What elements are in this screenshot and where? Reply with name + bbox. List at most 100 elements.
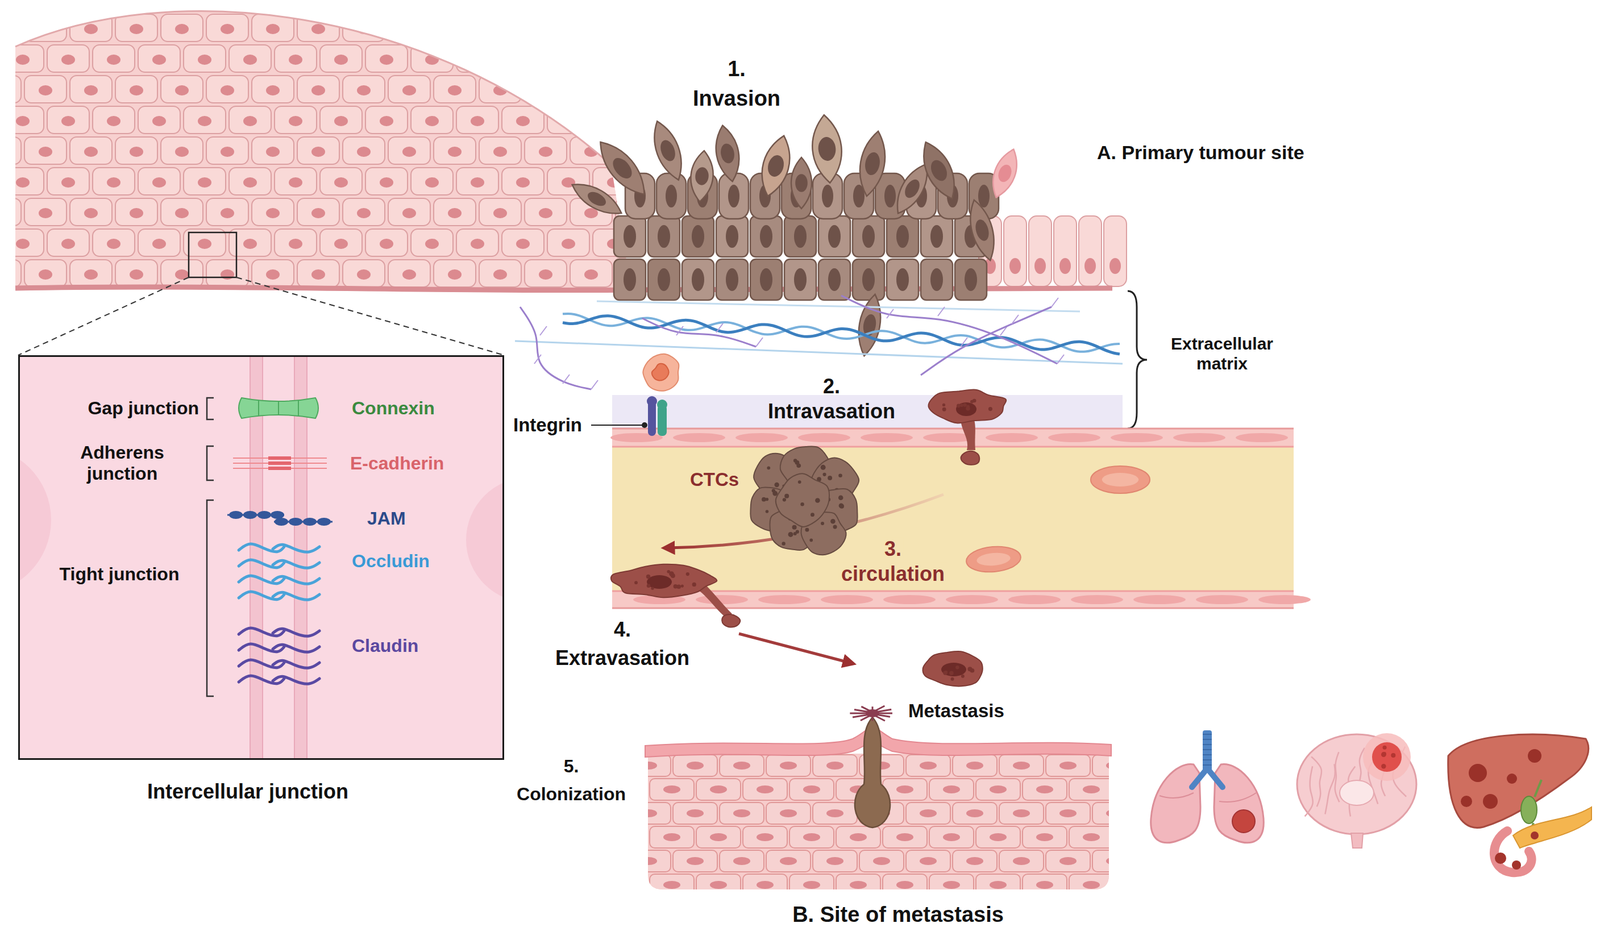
- epithelial-cell: [297, 14, 340, 42]
- tissue-cell: [882, 874, 928, 896]
- epithelial-cell: [479, 136, 522, 165]
- cell-nucleus: [152, 238, 166, 249]
- tissue-cell: [975, 778, 1021, 801]
- cell-nucleus: [220, 208, 235, 219]
- tissue-cell: [1022, 778, 1067, 801]
- tissue-cell: [836, 826, 881, 849]
- cell-nucleus: [1106, 809, 1124, 818]
- inset-locator: [188, 232, 237, 278]
- liver-tumour: [1506, 773, 1518, 784]
- tissue-cell: [1069, 778, 1114, 801]
- epithelial-cell: [433, 136, 476, 165]
- cell-nucleus: [709, 833, 727, 842]
- cell-granule: [838, 503, 845, 509]
- cell-granule: [809, 538, 813, 543]
- epithelial-cell: [138, 167, 181, 195]
- cell-nucleus: [129, 23, 144, 35]
- cell-nucleus: [356, 269, 371, 280]
- cell-granule: [838, 495, 844, 501]
- cell-nucleus: [38, 146, 53, 157]
- spindle-cell: [986, 146, 1024, 202]
- endothelial-cell: [798, 433, 851, 443]
- epithelial-cell: [388, 198, 431, 226]
- cell-nucleus: [197, 54, 212, 65]
- epithelial-cell: [183, 44, 226, 73]
- endothelial-cell: [820, 595, 874, 605]
- epithelial-cell: [433, 198, 476, 226]
- invading-cell: [791, 157, 812, 209]
- cell-granule: [970, 400, 974, 404]
- cell-nucleus: [288, 238, 303, 249]
- cell-nucleus: [106, 0, 121, 4]
- cell-granule: [792, 525, 797, 530]
- tumour-cell: [682, 215, 714, 257]
- cell-body: [923, 651, 983, 687]
- claudin: [272, 644, 320, 652]
- inset-leader: [236, 277, 505, 356]
- brain-tumour: [1372, 742, 1402, 772]
- connexin: [238, 397, 319, 419]
- epithelial-cell: [1, 44, 44, 73]
- vessel-edge: [612, 427, 1294, 430]
- cell-nucleus: [942, 785, 960, 794]
- cell-nucleus: [849, 833, 867, 842]
- cell-nucleus: [15, 0, 30, 4]
- epithelial-cell: [274, 0, 317, 11]
- invading-cell: [755, 132, 797, 200]
- collagen-braid: [562, 313, 1120, 352]
- cell-nucleus: [1082, 880, 1100, 889]
- endothelial-cell: [1173, 433, 1226, 443]
- tissue-cell: [1022, 826, 1067, 849]
- cell-nucleus: [1109, 258, 1121, 274]
- cell-nucleus: [930, 225, 943, 248]
- cell-nucleus: [61, 54, 76, 65]
- tissue-ground: [15, 10, 631, 289]
- epithelial-cell: [479, 198, 522, 226]
- epithelial-cell: [115, 198, 158, 226]
- epithelial-cell: [297, 259, 340, 288]
- cell-nucleus: [756, 833, 774, 842]
- tissue-cell: [1092, 802, 1137, 825]
- occludin: [272, 576, 320, 584]
- cell-nucleus: [966, 857, 984, 866]
- cell-nucleus: [538, 85, 553, 96]
- occludin: [272, 560, 320, 568]
- epithelial-cell: [183, 167, 226, 195]
- epithelial-cell: [479, 14, 522, 42]
- cell-granule: [1382, 751, 1387, 756]
- epithelial-cell: [69, 14, 112, 42]
- epithelial-cell: [138, 229, 181, 257]
- cell-granule: [956, 403, 961, 408]
- tissue-cell: [1045, 850, 1091, 872]
- jam-domain: [288, 517, 303, 526]
- step-number: 5.: [563, 755, 580, 777]
- junction-label: Claudin: [351, 635, 419, 657]
- vessel-edge: [612, 446, 1294, 448]
- tumour-cell: [886, 259, 919, 301]
- tissue-cell: [1092, 754, 1137, 777]
- cell-granule: [942, 403, 946, 407]
- cell-nucleus: [129, 85, 144, 96]
- cell-core: [865, 709, 880, 718]
- blood-vessel: [610, 428, 1311, 609]
- tumour-cell: [656, 173, 687, 219]
- invading-cell: [646, 117, 689, 185]
- junction-inset: [0, 341, 592, 774]
- cell-granule: [680, 584, 684, 588]
- endothelial-cell: [1195, 595, 1249, 605]
- cell-nucleus: [197, 238, 212, 249]
- epithelial-cell: [501, 229, 544, 257]
- epithelial-cell: [251, 198, 294, 226]
- invading-cell: [854, 129, 891, 199]
- fibre-branch: [886, 309, 894, 319]
- cell-nucleus: [765, 153, 787, 179]
- cell-nucleus: [1034, 258, 1046, 274]
- tissue-cell: [789, 874, 834, 896]
- tissue-cell: [672, 754, 718, 777]
- cell-nucleus: [927, 157, 950, 184]
- epithelial-cell: [115, 259, 158, 288]
- cell-nucleus: [266, 146, 280, 157]
- endothelial-cell: [1048, 433, 1101, 443]
- cell-granule: [686, 572, 690, 576]
- cell-nucleus: [220, 269, 235, 280]
